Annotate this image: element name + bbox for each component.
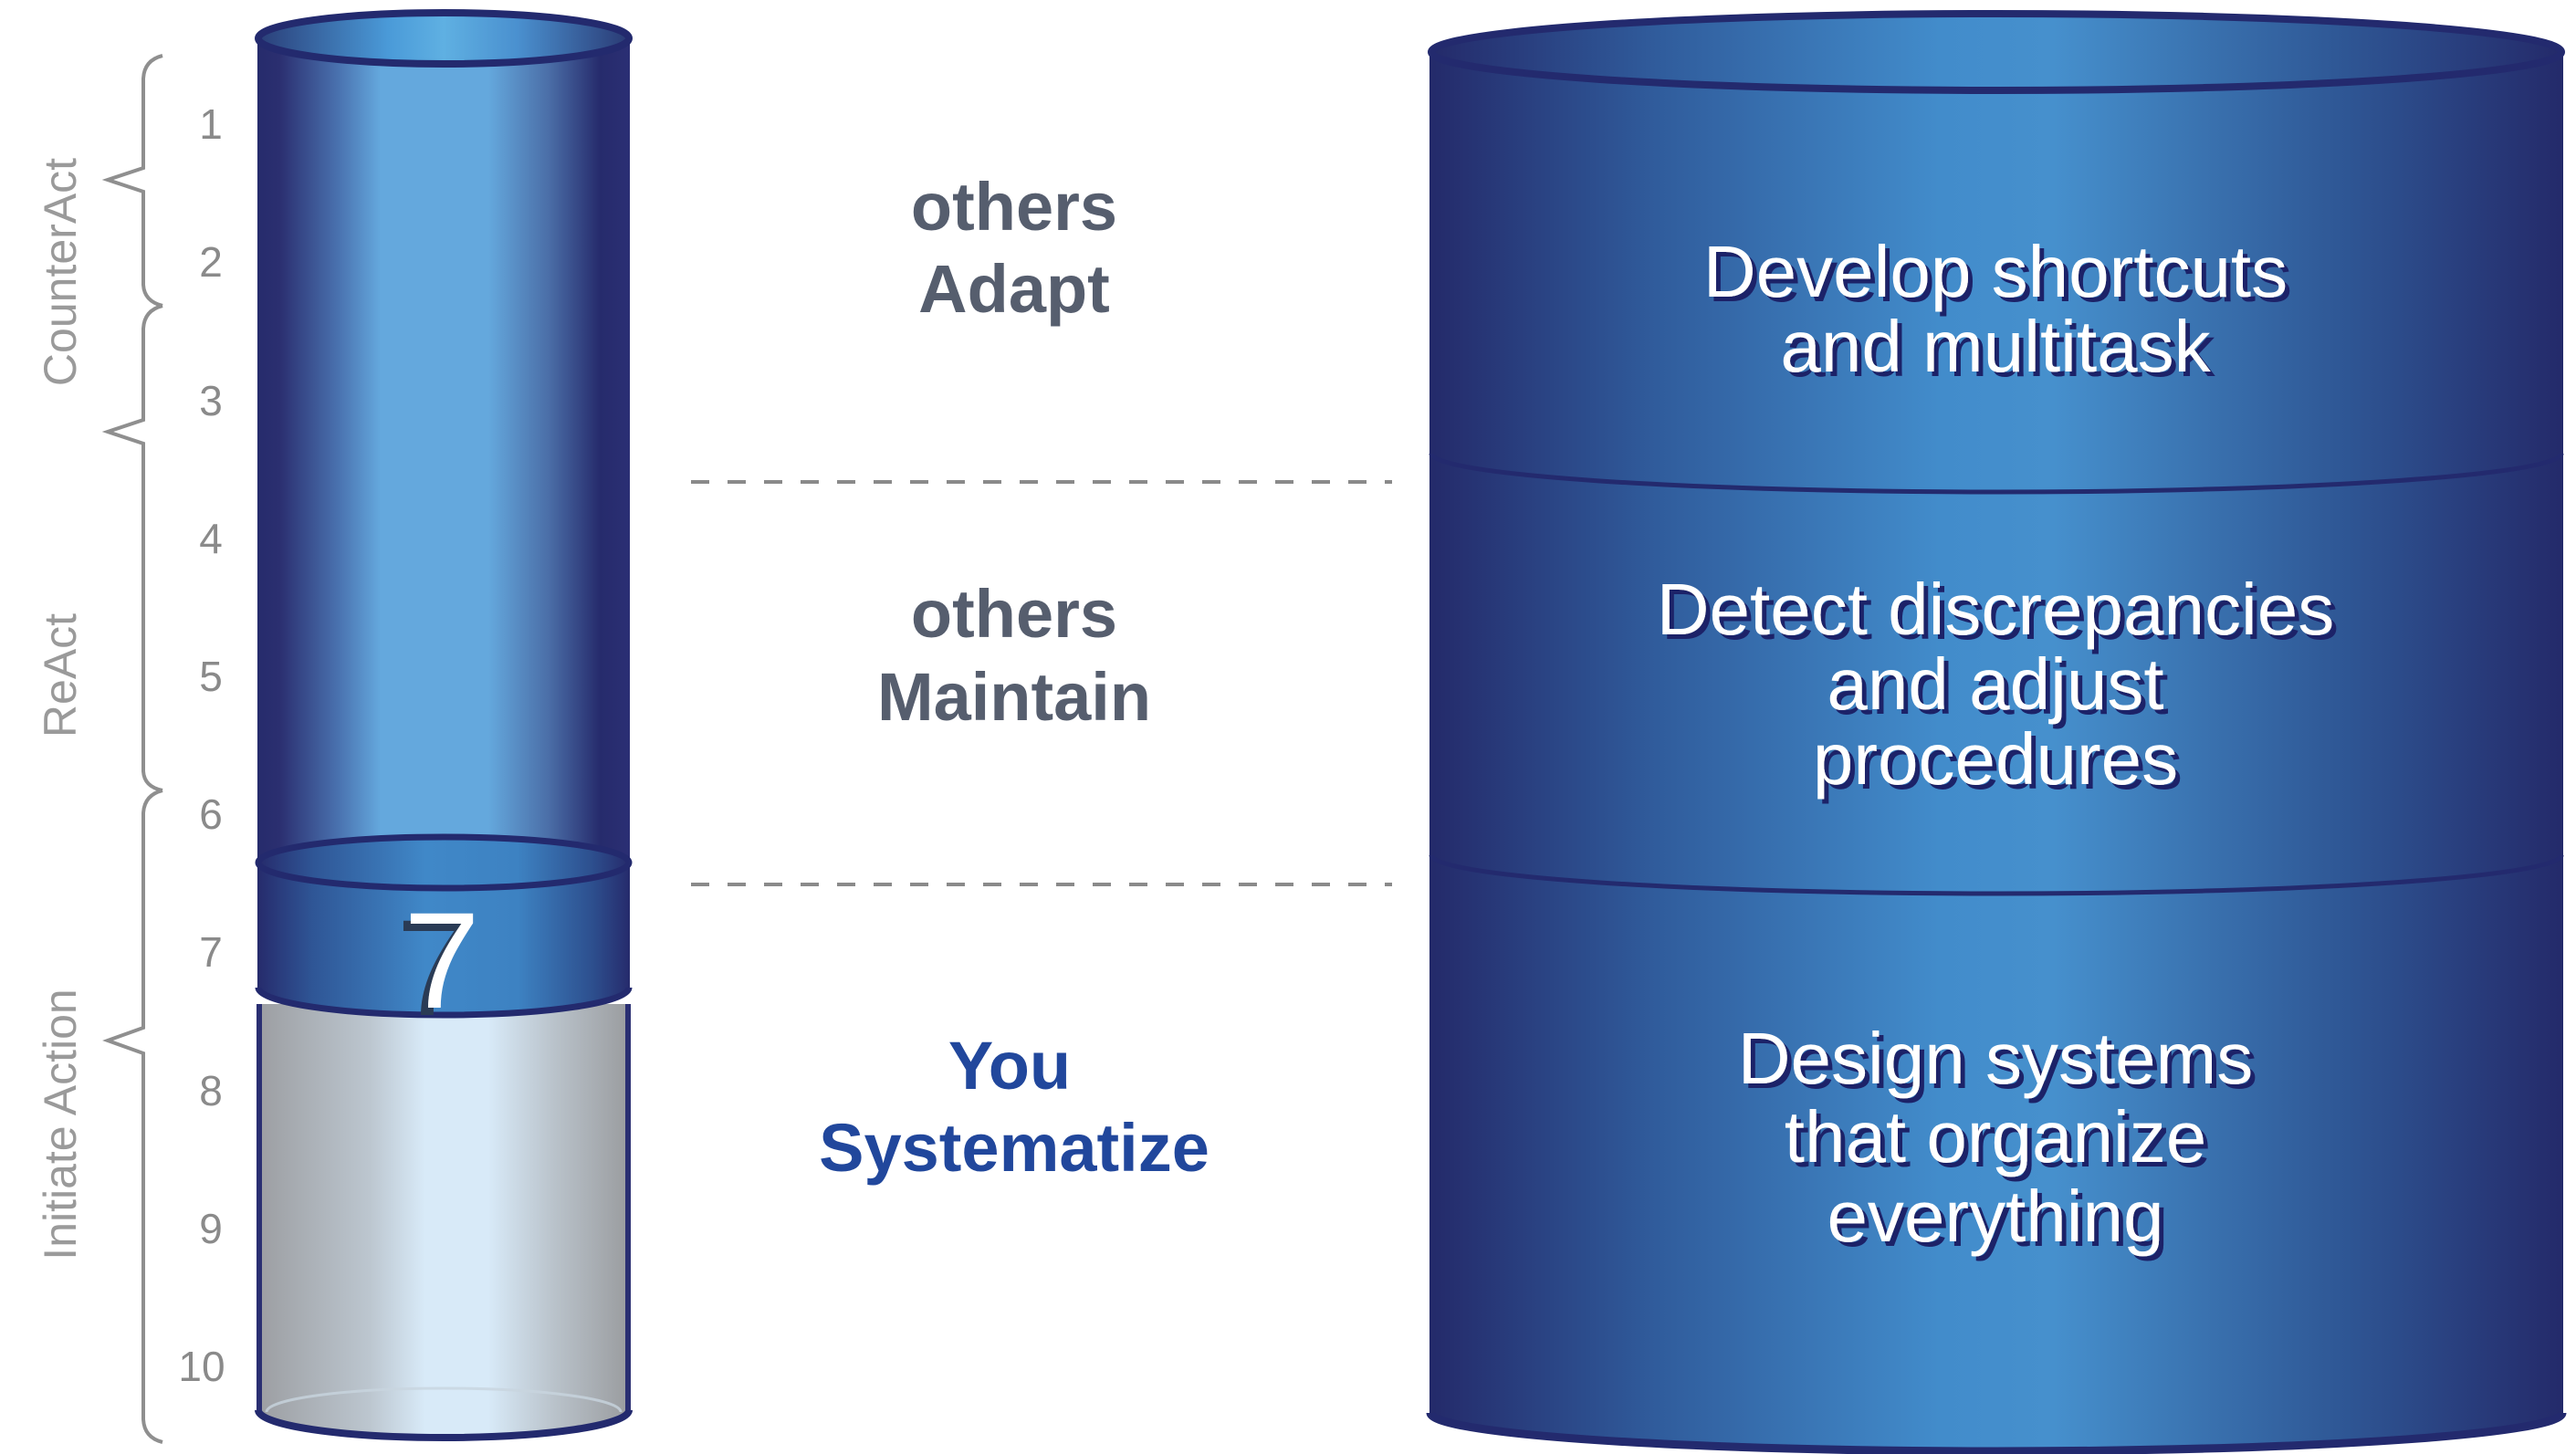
tier-description-systematize: Design systems that organize everything	[1738, 1018, 2254, 1257]
level-number: 3	[199, 377, 223, 424]
description-line: Detect discrepancies	[1657, 569, 2335, 650]
description-line: and multitask	[1780, 306, 2211, 387]
gauge-band-bottom-rim	[255, 987, 633, 1019]
level-number: 9	[199, 1205, 223, 1252]
bracket-counteract	[101, 54, 163, 308]
tier-label-line2: Adapt	[918, 251, 1110, 327]
description-line: that organize	[1785, 1096, 2207, 1177]
gauge-bottom-inner	[265, 1386, 623, 1413]
level-number: 10	[178, 1343, 225, 1390]
level-number: 7	[199, 928, 223, 976]
gauge-top-ellipse	[255, 9, 633, 68]
level-number: 2	[199, 238, 223, 286]
description-line: Design systems	[1738, 1018, 2254, 1099]
gauge-current-band	[257, 863, 630, 1015]
group-label-counteract: CounterAct	[35, 158, 86, 386]
cylinder-top-ellipse	[1428, 10, 2565, 94]
gauge-bottom-rim	[255, 1409, 633, 1441]
level-number: 1	[199, 100, 223, 148]
tier-label-line1: others	[911, 576, 1117, 652]
cylinder-tier-divider	[1429, 854, 2564, 896]
description-line: Develop shortcuts	[1703, 231, 2288, 312]
bracket-initiate-action	[102, 789, 163, 1444]
current-level-value: 7	[403, 884, 479, 1037]
tier-description-maintain: Detect discrepancies and adjust procedur…	[1657, 569, 2335, 800]
description-line: everything	[1827, 1176, 2163, 1257]
level-number: 5	[199, 653, 223, 700]
tier-label-systematize: You Systematize	[819, 1028, 1209, 1186]
group-label-react: ReAct	[35, 613, 86, 737]
group-brackets	[101, 54, 163, 1444]
gauge-empty-section	[258, 1004, 629, 1438]
tier-label-line2: Systematize	[819, 1110, 1209, 1186]
cylinder-bottom-rim	[1426, 1411, 2567, 1454]
level-gauge-tube: 7	[255, 9, 633, 1441]
tier-label-line2: Maintain	[877, 659, 1151, 735]
cylinder-body	[1429, 52, 2563, 1451]
level-number: 4	[199, 515, 223, 562]
tier-label-line1: others	[911, 169, 1117, 245]
description-line: procedures	[1813, 718, 2178, 800]
cylinder-tier-divider	[1429, 453, 2564, 495]
description-line: and adjust	[1827, 643, 2163, 725]
level-number: 6	[199, 790, 223, 838]
tier-description-adapt: Develop shortcuts and multitask	[1703, 231, 2288, 387]
tiers-cylinder	[1426, 10, 2567, 1454]
tier-label-line1: You	[948, 1028, 1071, 1104]
gauge-upper-section	[257, 38, 630, 864]
bracket-react	[101, 304, 163, 792]
level-numbers: 1 2 3 4 5 6 7 8 9 10	[178, 100, 225, 1390]
group-label-initiate-action: Initiate Action	[35, 989, 86, 1260]
gauge-band-top-ellipse	[255, 833, 633, 892]
tier-label-maintain: others Maintain	[877, 576, 1151, 735]
level-number: 8	[199, 1067, 223, 1114]
tier-label-adapt: others Adapt	[911, 169, 1117, 327]
